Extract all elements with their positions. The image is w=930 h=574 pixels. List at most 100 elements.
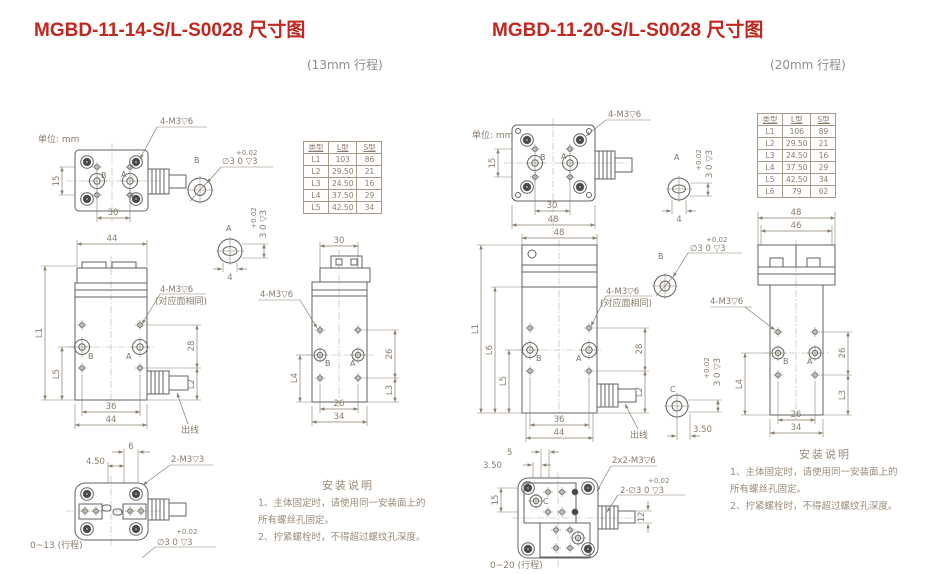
thread-callout: 4-M3▽6: [710, 297, 743, 307]
left-top-view: B A 4-M3▽6 15 30: [52, 117, 207, 222]
notes-line: 1、主体固定时，请使用同一安装面上的: [730, 467, 898, 478]
detail-label: A: [674, 153, 680, 162]
dim-label: 34: [334, 412, 345, 422]
right-detail-b: B +0.02 ∅3 0 ▽3: [652, 236, 742, 299]
thread-note: (对应面相同): [155, 295, 207, 307]
hole-spec: ∅3 0 ▽3: [690, 244, 726, 254]
cable-connector: [594, 150, 633, 180]
notes-line: 所有螺丝孔固定。: [730, 484, 807, 495]
left-detail-a: A +0.02 3 0 ▽3 4: [213, 207, 269, 283]
left-front-view: B A 4-M3▽6 (对应面相同) 出线 44 L1 L5 28 L2 36 …: [35, 234, 207, 436]
dim-label: L3: [385, 385, 395, 395]
dim-label: 4: [676, 215, 681, 225]
hole-label-a: A: [126, 352, 132, 361]
dim-label: 36: [554, 415, 565, 425]
hole-spec: 3 0 ▽3: [259, 210, 269, 238]
dim-label: 15: [488, 158, 498, 169]
hole-label-c: C: [543, 497, 549, 506]
right-side-view: B A 4-M3▽6 L4 26 L3 26 34: [710, 240, 852, 437]
hole-label-a: A: [561, 152, 567, 161]
detail-label: B: [194, 156, 200, 165]
mount-holes: [519, 322, 600, 377]
tolerance: +0.02: [250, 207, 258, 228]
hole-label-b: B: [101, 171, 107, 180]
detail-label: C: [670, 385, 676, 394]
dim-label: 30: [547, 201, 558, 211]
dim-label: 26: [385, 349, 395, 360]
thread-callout: 4-M3▽6: [608, 110, 641, 120]
dim-label: L3: [838, 390, 848, 400]
dim-label: 36: [106, 402, 117, 412]
dim-label: L6: [485, 345, 495, 355]
hole-spec: ∅3 0 ▽3: [222, 157, 258, 167]
dim-label: 48: [548, 215, 559, 225]
dim-label: 48: [554, 228, 565, 238]
thread-callout: 4-M3▽6: [606, 287, 639, 297]
notes-line: 2、拧紧螺栓时，不得超过螺纹孔深度。: [730, 501, 898, 512]
body-outline: [74, 282, 148, 401]
dim-label: L4: [290, 373, 300, 383]
detail-label: A: [226, 224, 232, 233]
dim-label: 4.50: [86, 457, 105, 467]
dim-label: 5: [507, 448, 512, 458]
mount-holes: [769, 326, 824, 381]
dim-label: 44: [107, 234, 118, 244]
cable-connector: [146, 370, 189, 395]
right-subtitle: (20mm 行程): [770, 58, 846, 72]
top-connector-plate: [319, 267, 371, 283]
tolerance: +0.02: [695, 149, 703, 170]
mount-holes: [524, 143, 581, 183]
tolerance: +0.02: [176, 528, 197, 536]
detail-label: B: [658, 252, 664, 261]
dim-label: 12: [637, 512, 647, 523]
right-detail-c: C +0.02 3 0 ▽3 3.50: [664, 357, 723, 440]
hole-spec: 3 0 ▽3: [705, 150, 715, 178]
left-bottom-view: 6 4.50 2-M3▽3 0~13 (行程) +0.02 ∅3 0 ▽3: [30, 442, 216, 559]
stroke-range: 0~13 (行程): [30, 539, 83, 551]
thread-callout: 2-M3▽3: [171, 455, 204, 465]
dim-label: L2: [187, 379, 197, 389]
right-unit-label: 单位: mm: [472, 129, 513, 141]
thread-callout: 4-M3▽6: [160, 285, 193, 295]
hole-spec: 2-∅3 0 ▽3: [620, 486, 664, 496]
dim-label: 28: [635, 344, 645, 355]
dim-label: 44: [554, 428, 565, 438]
tolerance: +0.02: [648, 477, 669, 485]
notes-title: 安装说明: [799, 448, 851, 461]
dim-label: 30: [108, 208, 119, 218]
dim-label: L1: [471, 324, 481, 334]
dim-label: L2: [635, 387, 645, 397]
dim-label: L5: [499, 376, 509, 386]
left-unit-label: 单位: mm: [38, 133, 79, 145]
right-title: MGBD-11-20-S/L-S0028 尺寸图: [492, 20, 764, 41]
left-install-notes: 安装说明 1、主体固定时，请使用同一安装面上的 所有螺丝孔固定。 2、拧紧螺栓时…: [258, 477, 438, 546]
corner-holes: [515, 128, 592, 198]
tolerance: +0.02: [706, 236, 727, 244]
dim-label: 26: [791, 410, 802, 420]
dim-label: L1: [35, 328, 45, 338]
notes-line: 1、主体固定时，请使用同一安装面上的: [258, 498, 426, 509]
top-cap: [521, 244, 598, 288]
dim-label: 28: [187, 341, 197, 352]
dim-label: 26: [334, 399, 345, 409]
hole-label-b: B: [783, 357, 789, 366]
body-outline: [769, 284, 824, 416]
thread-note: (对应面相同): [600, 297, 652, 309]
hole-label-a: A: [576, 354, 582, 363]
hole-label-b: B: [325, 359, 331, 368]
dim-label: 3.50: [483, 461, 502, 471]
cable-connector: [147, 498, 187, 521]
left-title: MGBD-11-14-S/L-S0028 尺寸图: [34, 20, 306, 41]
top-cap: [76, 267, 148, 284]
hole-label-b: B: [536, 354, 542, 363]
left-subtitle: (13mm 行程): [307, 58, 383, 72]
dim-label: 26: [838, 348, 848, 359]
